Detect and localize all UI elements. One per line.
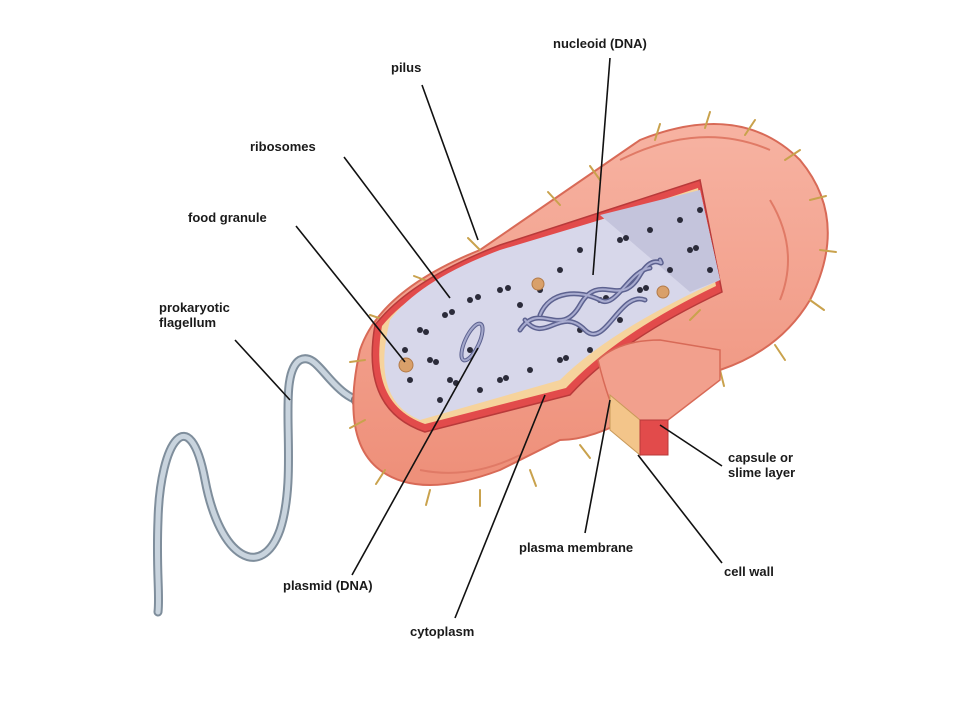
label-capsule: capsule or slime layer [728, 450, 795, 480]
leader-flagellum [234, 339, 291, 401]
cut-face [597, 339, 721, 457]
leader-capsule [659, 424, 723, 467]
label-pilus: pilus [391, 60, 422, 75]
label-nucleoid: nucleoid (DNA) [553, 36, 647, 51]
label-plasmid: plasmid (DNA) [283, 578, 373, 593]
label-ribosomes: ribosomes [250, 139, 316, 154]
leader-plasma-membrane [584, 399, 611, 534]
label-flagellum-line1: prokaryotic [159, 300, 230, 315]
label-cell-wall: cell wall [724, 564, 774, 579]
ribosomes [402, 207, 713, 403]
leader-lines [234, 57, 723, 619]
leader-nucleoid [592, 57, 611, 276]
leader-pilus [421, 84, 479, 241]
leader-food-granule [295, 225, 406, 363]
food-granules [398, 277, 670, 373]
label-capsule-line1: capsule or [728, 450, 794, 465]
leader-ribosomes [343, 156, 451, 299]
leader-cell-wall [637, 454, 723, 564]
cytoplasm [384, 190, 720, 420]
label-prokaryotic-flagellum: prokaryotic flagellum [159, 300, 230, 330]
label-flagellum-line2: flagellum [159, 315, 217, 330]
leader-cytoplasm [454, 394, 546, 619]
plasmid [459, 321, 485, 363]
label-cytoplasm: cytoplasm [410, 624, 475, 639]
label-food-granule: food granule [188, 210, 267, 225]
label-capsule-line2: slime layer [728, 465, 796, 480]
label-plasma-membrane: plasma membrane [519, 540, 634, 555]
leader-plasmid [351, 347, 479, 576]
